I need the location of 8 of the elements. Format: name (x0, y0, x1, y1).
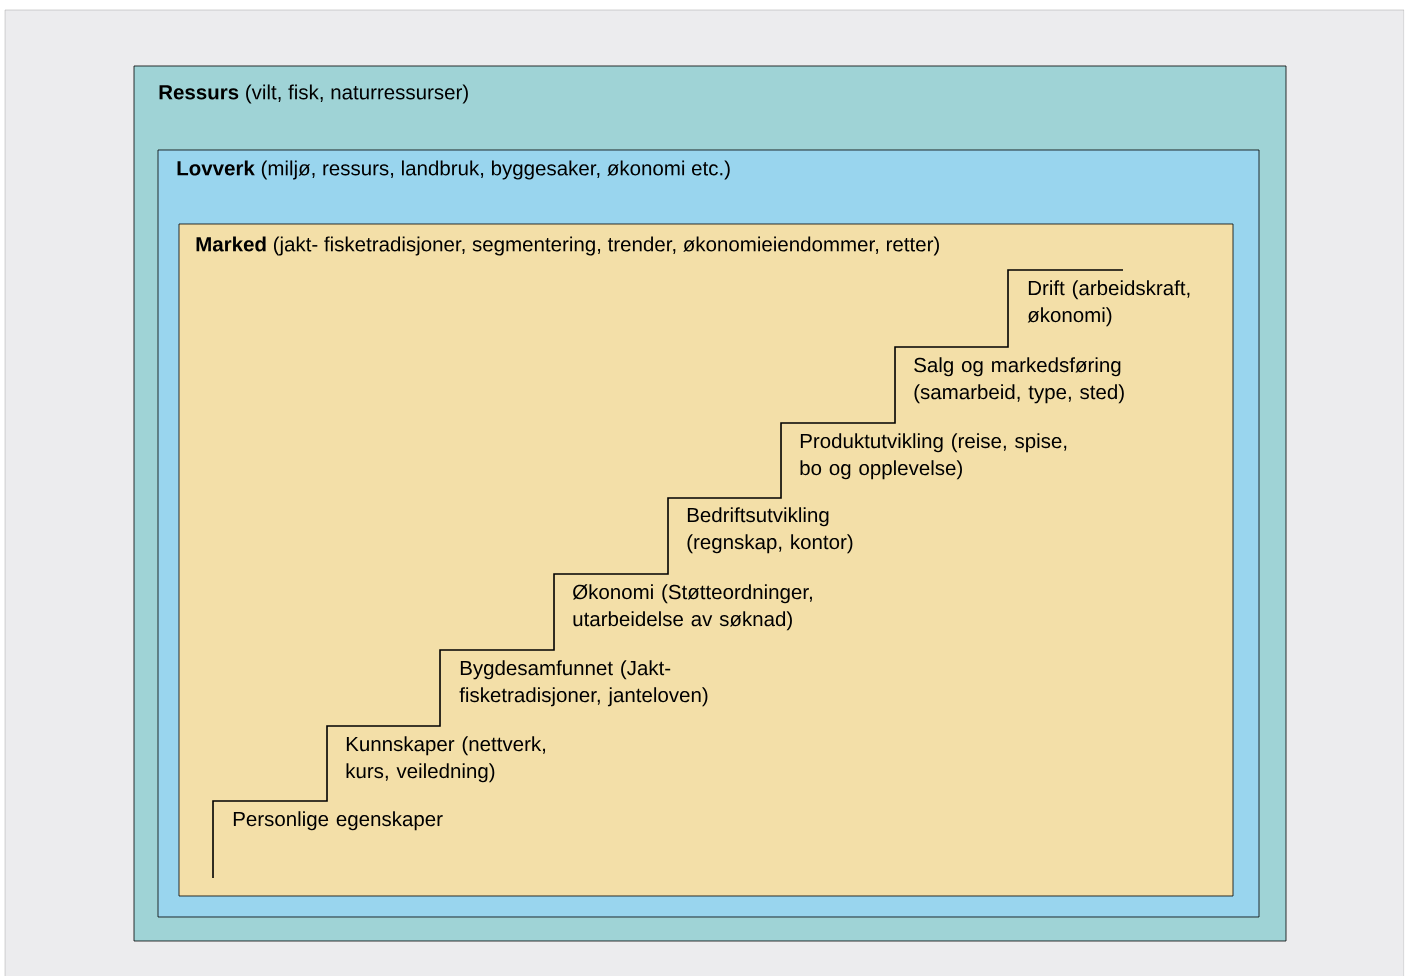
step-label: Kunnskaper (nettverk, kurs, veiledning) (346, 736, 545, 783)
step-label: Bedriftsutvikling (regnskap, kontor) (687, 507, 853, 554)
step-label: Produktutvikling (reise, spise, bo og opplevelse) (800, 433, 1067, 480)
step-label: Salg og markedsføring (samarbeid, type, sted) (914, 357, 1124, 404)
step-label: Drift (arbeidskraft, økonomi) (1027, 280, 1190, 327)
step-label: Bygdesamfunnet (Jakt- fisketradisjoner, janteloven) (459, 660, 708, 707)
step-label: Økonomi (Støtteordninger, utarbeidelse av søknad) (572, 584, 812, 631)
step-label: Personlige egenskaper (233, 811, 443, 831)
